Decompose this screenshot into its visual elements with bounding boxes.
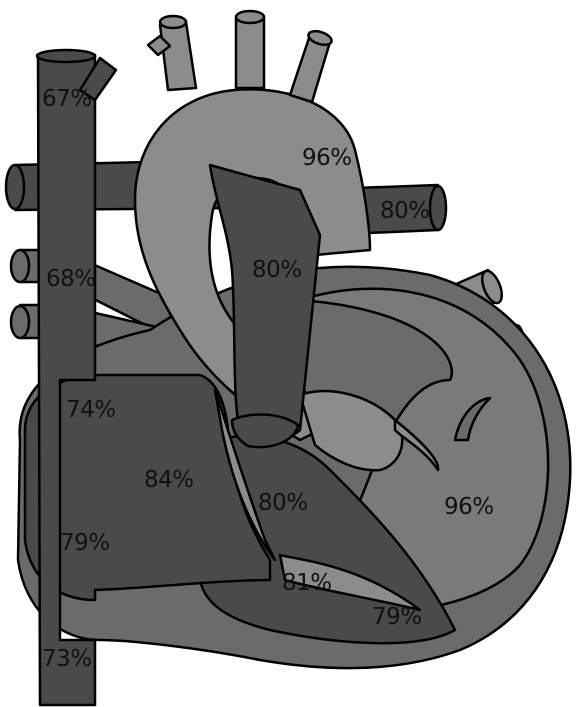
left-common-carotid [236, 18, 264, 88]
right-pulmonary-artery-end [430, 186, 446, 230]
ra-upper-saturation: 74% [66, 397, 116, 423]
left-common-carotid-end [236, 11, 264, 23]
brachiocephalic-trunk-end [160, 16, 186, 28]
ra-center-saturation: 84% [144, 467, 194, 493]
pulmonary-vein-upper-left-end [11, 250, 29, 282]
svc-mid-saturation: 68% [46, 266, 96, 292]
pulmonary-vein-lower-left-end [11, 306, 29, 338]
aorta-saturation: 96% [302, 145, 352, 171]
ra-lower-saturation: 79% [60, 530, 110, 556]
rv-lower-saturation: 79% [372, 604, 422, 630]
rv-outflow-saturation: 80% [258, 490, 308, 516]
brachiocephalic-trunk [160, 22, 196, 90]
left-pulmonary-artery-end [6, 165, 24, 209]
svc-top-end [37, 50, 95, 62]
pulmonary-artery-saturation: 80% [252, 257, 302, 283]
left-ventricle-saturation: 96% [444, 494, 494, 520]
ivc-saturation: 73% [42, 646, 92, 672]
rv-apex-saturation: 81% [282, 570, 332, 596]
pulmonary-branch-saturation: 80% [380, 198, 430, 224]
svc-upper-saturation: 67% [42, 86, 92, 112]
